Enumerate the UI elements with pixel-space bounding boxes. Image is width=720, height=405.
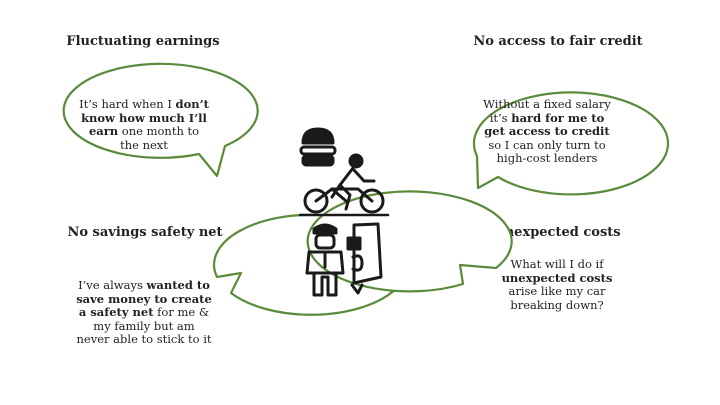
bubble-text-no-access-to-credit: Without a fixed salary it’s hard for me … <box>481 97 613 166</box>
bubble-text-no-savings: I’ve always wanted to save money to crea… <box>76 278 212 347</box>
bubble-text-emphasis: don’t know how much I’ll earn <box>81 97 209 138</box>
bubble-text-segment: one month to the next <box>118 124 200 152</box>
speech-bubble-fluctuating-earnings <box>63 63 258 176</box>
speech-bubble-unexpected-costs <box>307 191 512 292</box>
bubble-text-emphasis: unexpected costs <box>501 270 613 285</box>
bubble-text-segment: so I can only turn to high-cost lenders <box>488 137 606 165</box>
bubble-text-segment: It’s hard when I <box>79 97 176 111</box>
heading-unexpected-costs: Unexpected costs <box>493 225 621 240</box>
speech-bubble-no-access-to-credit <box>474 92 669 195</box>
bubble-text-segment: for me & my family but am never able to … <box>76 305 212 346</box>
bubble-text-unexpected-costs: What will I do if unexpected costs arise… <box>490 257 624 312</box>
heading-no-access-to-credit: No access to fair credit <box>473 34 643 49</box>
heading-no-savings-safety-net: No savings safety net <box>67 225 223 240</box>
chauffeur-with-car-icon <box>305 222 383 297</box>
bubble-text-fluctuating-earnings: It’s hard when I don’t know how much I’l… <box>78 97 210 152</box>
bubble-text-segment: Without a fixed salary it’s <box>483 97 611 125</box>
bubble-text-segment: I’ve always <box>78 278 147 292</box>
center-icons <box>298 127 390 297</box>
bubble-text-segment: What will I do if <box>510 257 604 271</box>
bubble-text-emphasis: hard for me to get access to credit <box>484 110 610 138</box>
bubble-text-emphasis: wanted to save money to create a safety … <box>76 278 212 319</box>
heading-fluctuating-earnings: Fluctuating earnings <box>66 34 220 49</box>
delivery-cyclist-icon <box>298 127 390 217</box>
bubble-text-segment: arise like my car breaking down? <box>508 284 606 312</box>
